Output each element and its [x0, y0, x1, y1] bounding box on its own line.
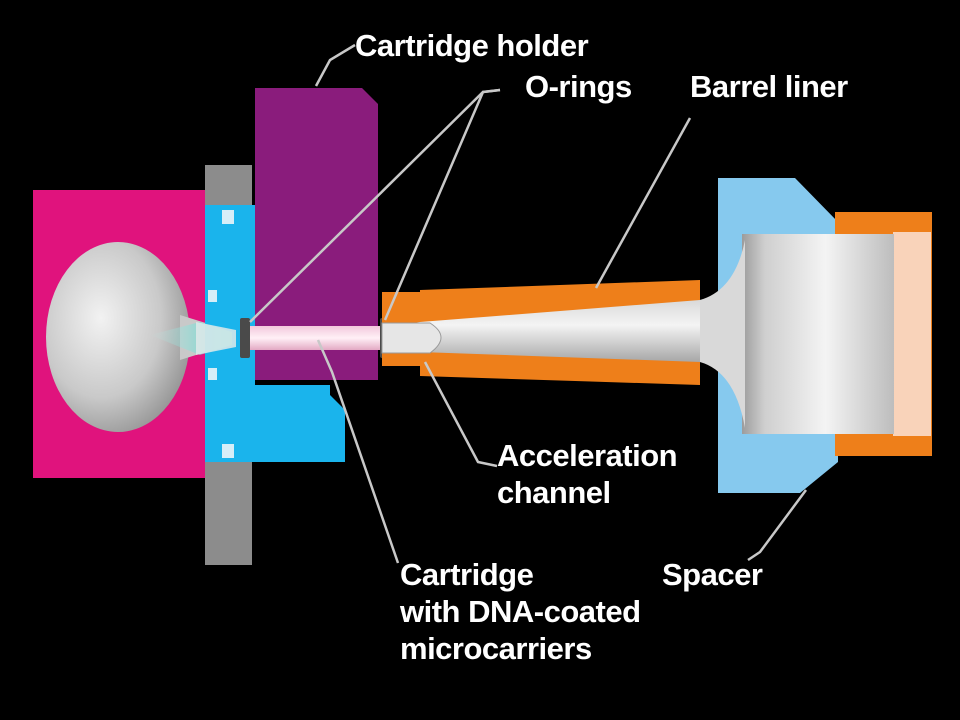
label-cartridge-line-3: microcarriers — [400, 631, 592, 666]
cartridge-holder — [255, 88, 378, 380]
valve-port-lower — [208, 368, 217, 380]
leader-cartridge-holder — [314, 43, 356, 87]
acceleration-channel-cone — [400, 290, 740, 368]
label-acceleration-line-1: Acceleration — [497, 438, 677, 473]
label-barrel-liner: Barrel liner — [690, 69, 848, 104]
label-cartridge-line-1: Cartridge — [400, 557, 534, 592]
cartridge-tube — [240, 326, 385, 350]
valve-port-upper — [208, 290, 217, 302]
label-acceleration-line-2: channel — [497, 475, 611, 510]
leader-barrel-liner — [594, 117, 692, 289]
valve-port-top — [222, 210, 234, 224]
flare-cone — [700, 240, 745, 428]
label-cartridge-line-2: with DNA-coated — [399, 594, 641, 629]
label-spacer: Spacer — [662, 557, 763, 592]
leader-cartridge — [316, 339, 400, 564]
gas-reservoir-sphere — [46, 242, 190, 432]
metal-cylinder — [742, 234, 894, 434]
leader-lines — [249, 43, 808, 564]
label-o-rings: O-rings — [525, 69, 632, 104]
leader-spacer — [747, 489, 808, 562]
projectile — [381, 322, 442, 354]
leader-acceleration-channel — [423, 361, 498, 468]
valve-body — [205, 205, 345, 462]
o-ring-left — [240, 318, 250, 358]
leader-o-ring-right — [383, 88, 501, 321]
label-cartridge-holder: Cartridge holder — [355, 28, 589, 63]
stopping-screen — [893, 232, 931, 436]
nozzle-tip — [196, 322, 236, 355]
valve-port-bottom — [222, 444, 234, 458]
